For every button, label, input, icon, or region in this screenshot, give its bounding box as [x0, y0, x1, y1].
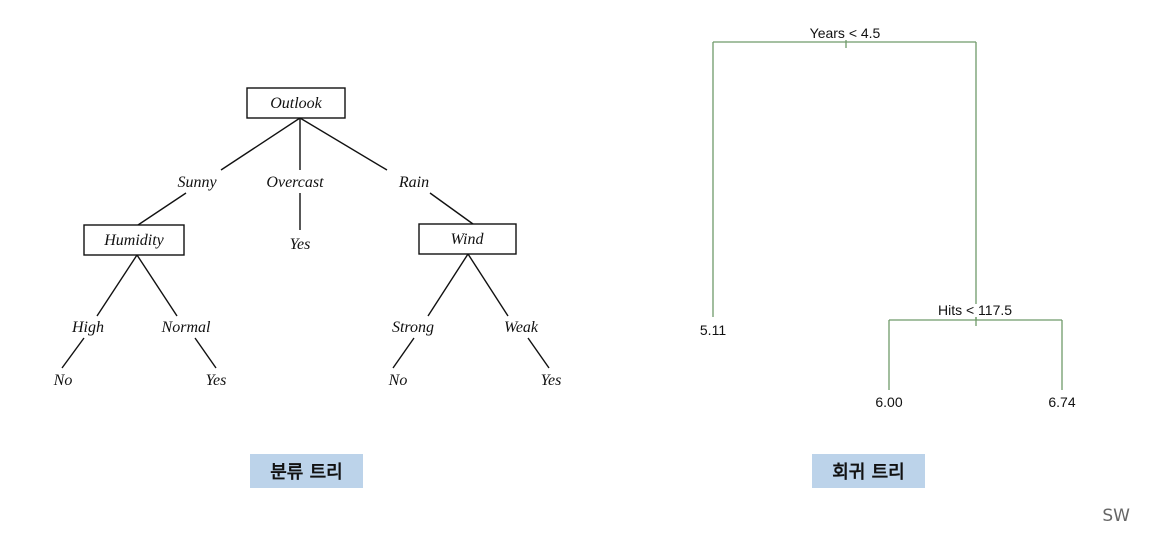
- leaf-high-no: No: [53, 372, 73, 389]
- caption-regression-tree: 회귀 트리: [812, 454, 925, 488]
- branch-high: High: [71, 319, 104, 336]
- branch-overcast: Overcast: [266, 174, 324, 191]
- leaf-overcast-yes: Yes: [290, 236, 311, 253]
- leaf-normal-yes: Yes: [206, 372, 227, 389]
- edge-humidity-normal: [136, 254, 178, 317]
- split-label-bg: [806, 26, 886, 40]
- leaf-value-right: 6.74: [1048, 394, 1075, 410]
- classification-tree: [61, 87, 550, 369]
- node-box-outlook: [246, 87, 346, 119]
- edge-outlook-rain: [299, 117, 388, 171]
- edge-wind-weak: [467, 253, 509, 317]
- leaf-value-mid: 6.00: [875, 394, 902, 410]
- edge-normal-yes: [194, 337, 217, 369]
- node-outlook: Outlook: [270, 95, 322, 112]
- edge-strong-no: [392, 337, 415, 369]
- branch-weak: Weak: [504, 319, 539, 336]
- edge-weak-yes: [527, 337, 550, 369]
- node-box-humidity: [83, 224, 185, 256]
- branch-rain: Rain: [398, 174, 429, 191]
- edge-sunny-humidity: [137, 192, 187, 226]
- split-years: Years < 4.5: [810, 25, 881, 41]
- edge-rain-wind: [429, 192, 474, 225]
- classification-labels: Outlook Sunny Overcast Rain Humidity Yes…: [53, 95, 562, 389]
- regression-labels: Years < 4.5 Hits < 117.5 5.11 6.00 6.74: [700, 25, 1076, 410]
- leaf-strong-no: No: [388, 372, 408, 389]
- leaf-weak-yes: Yes: [541, 372, 562, 389]
- split-label-bg: [934, 304, 1018, 317]
- edge-high-no: [61, 337, 85, 369]
- watermark: SW: [1102, 506, 1130, 526]
- regression-tree: [712, 34, 1063, 390]
- split-hits: Hits < 117.5: [938, 302, 1012, 318]
- branch-strong: Strong: [392, 319, 434, 336]
- leaf-value-left: 5.11: [700, 322, 726, 338]
- branch-normal: Normal: [161, 319, 211, 336]
- edge-wind-strong: [427, 253, 469, 317]
- node-humidity: Humidity: [103, 232, 164, 249]
- branch-sunny: Sunny: [177, 174, 217, 191]
- caption-classification-tree: 분류 트리: [250, 454, 363, 488]
- edge-outlook-sunny: [220, 117, 301, 171]
- node-wind: Wind: [451, 231, 485, 248]
- edge-humidity-high: [96, 254, 138, 317]
- node-box-wind: [418, 223, 517, 255]
